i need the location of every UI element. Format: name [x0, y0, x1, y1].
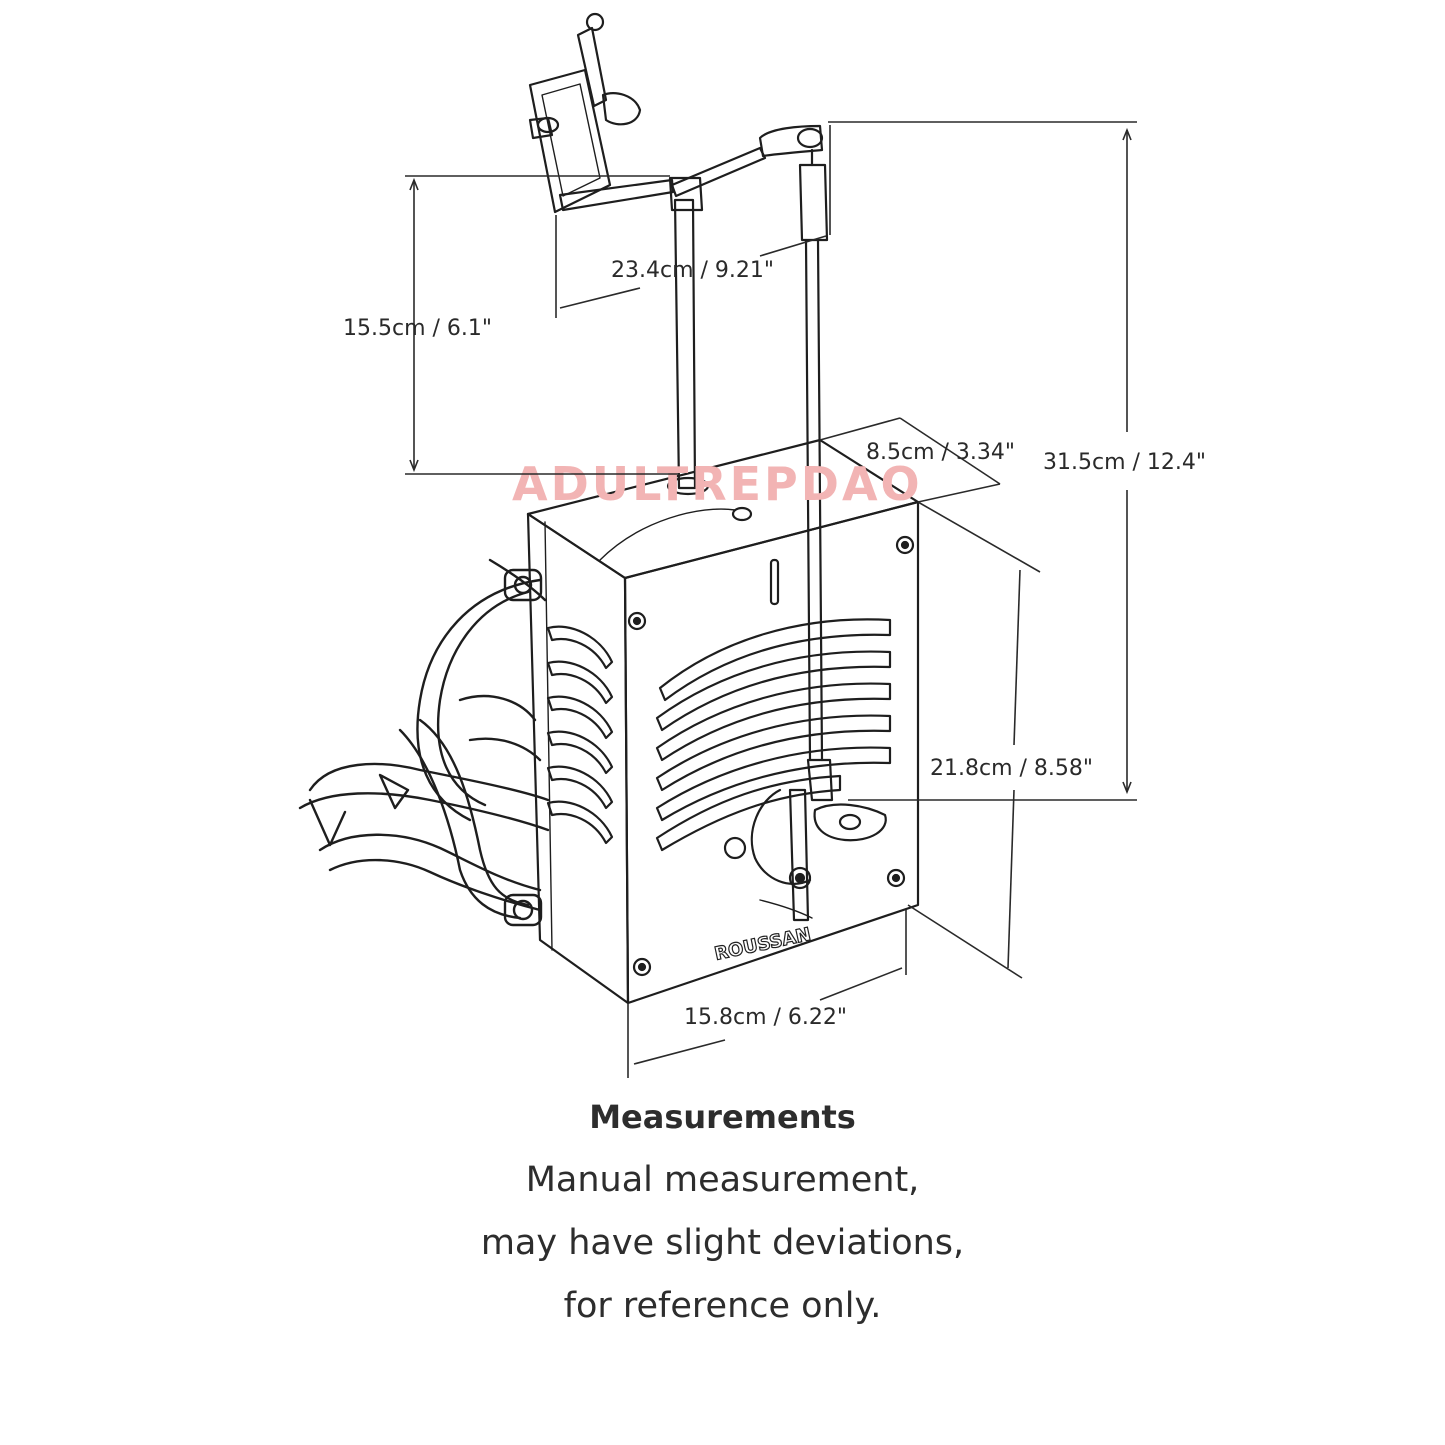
dimension-arm-width [555, 125, 831, 318]
label-box-width: 15.8cm / 6.22" [684, 1005, 847, 1030]
product-diagram: ADULTREPDAO ROUSSAN [298, 12, 1206, 1078]
label-total-height: 31.5cm / 12.4" [1043, 450, 1206, 475]
dimension-box-depth [819, 417, 1001, 503]
dimension-arm-height [405, 175, 680, 475]
dimension-box-width [627, 910, 907, 1078]
label-arm-height: 15.5cm / 6.1" [343, 316, 492, 341]
caption-line-2: may have slight deviations, [480, 1223, 965, 1263]
caption-line-3: for reference only. [563, 1286, 882, 1326]
dimension-box-height [907, 501, 1041, 979]
caption-title: Measurements [589, 1098, 856, 1136]
pole-assembly [528, 12, 829, 762]
label-box-depth: 8.5cm / 3.34" [866, 440, 1015, 465]
label-arm-width: 23.4cm / 9.21" [611, 258, 774, 283]
dimension-total-height [828, 121, 1137, 801]
caption-line-1: Manual measurement, [525, 1160, 920, 1200]
watermark: ADULTREPDAO [512, 457, 923, 511]
brand-label: ROUSSAN [713, 924, 813, 965]
label-box-height: 21.8cm / 8.58" [930, 756, 1093, 781]
box-body [526, 438, 920, 1005]
harness-straps [298, 558, 550, 927]
